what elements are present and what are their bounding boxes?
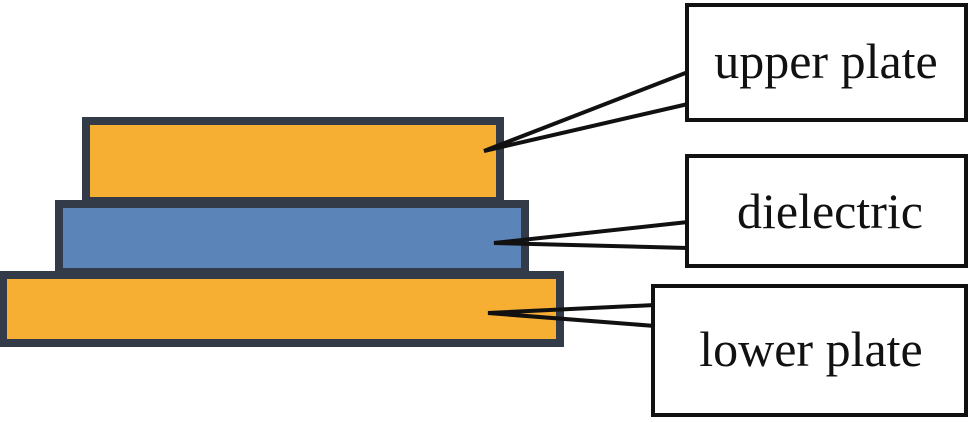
upper-plate-label-box xyxy=(685,3,968,122)
upper-plate-layer xyxy=(82,117,504,205)
dielectric-label-box xyxy=(685,154,968,268)
dielectric-label: dielectric xyxy=(737,183,923,239)
upper-plate-leader xyxy=(483,70,689,153)
dielectric-leader xyxy=(493,220,689,250)
dielectric-layer xyxy=(55,200,529,276)
upper-plate-label: upper plate xyxy=(714,33,938,89)
lower-plate-leader xyxy=(487,303,656,328)
lower-plate-label-box xyxy=(651,284,968,417)
lower-plate-layer xyxy=(0,271,564,347)
lower-plate-label: lower plate xyxy=(699,321,923,377)
